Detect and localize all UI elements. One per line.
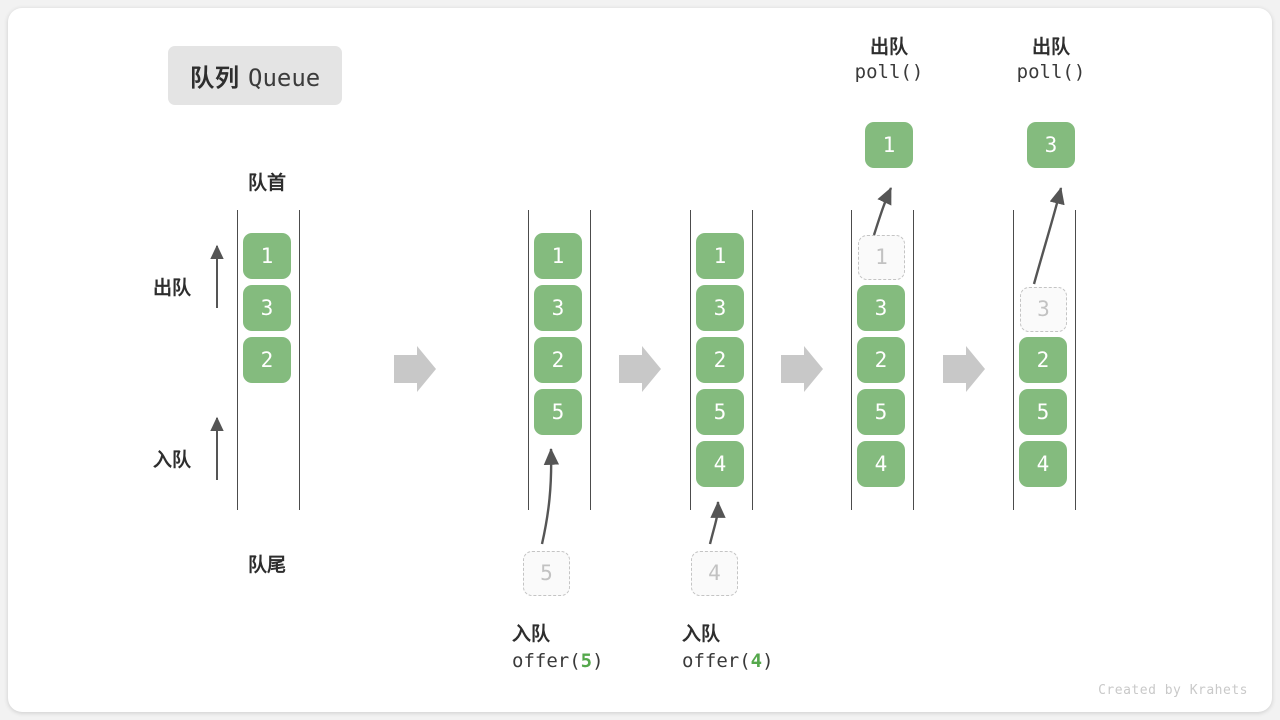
polled-cell: 3 — [1027, 122, 1075, 168]
incoming-ghost-cell: 4 — [691, 551, 738, 596]
operation-label-code: poll() — [1016, 60, 1086, 83]
queue-cell: 1 — [534, 233, 582, 279]
queue-rail-left-2 — [528, 210, 529, 510]
label-enqueue-direction: 入队 — [153, 450, 192, 471]
queue-cell: 1 — [243, 233, 291, 279]
queue-rail-right-2 — [590, 210, 591, 510]
step-arrow — [619, 346, 661, 392]
queue-cell: 3 — [696, 285, 744, 331]
step-arrow — [943, 346, 985, 392]
queue-cell: 5 — [534, 389, 582, 435]
arrow-overlay — [210, 187, 1065, 545]
op-code-value: 4 — [750, 649, 763, 672]
operation-label-cn: 入队 — [682, 624, 721, 645]
op-code-value: 5 — [580, 649, 593, 672]
operation-label-offer-4: 入队 offer(4) — [618, 623, 882, 675]
operation-label-poll-1: 出队 poll() — [801, 36, 977, 85]
operation-label-code: offer(5) — [512, 648, 712, 676]
step-arrow — [781, 346, 823, 392]
queue-cell: 5 — [857, 389, 905, 435]
operation-label-code: offer(4) — [682, 648, 882, 676]
label-dequeue-direction: 出队 — [153, 278, 192, 299]
queue-cell: 2 — [1019, 337, 1067, 383]
queue-rail-right-5 — [1075, 210, 1076, 510]
op-code-suffix: ) — [592, 649, 604, 672]
op-code-suffix: ) — [762, 649, 774, 672]
queue-cell: 5 — [1019, 389, 1067, 435]
queue-rail-right-1 — [299, 210, 300, 510]
polled-cell: 1 — [865, 122, 913, 168]
operation-label-code: poll() — [854, 60, 924, 83]
label-front: 队首 — [248, 173, 287, 194]
vacated-ghost-cell: 3 — [1020, 287, 1067, 332]
poll-arrow-1 — [872, 187, 893, 236]
queue-rail-left-1 — [237, 210, 238, 510]
queue-cell: 4 — [1019, 441, 1067, 487]
op-code-prefix: offer( — [512, 649, 581, 672]
poll-arrow-3 — [1032, 187, 1065, 285]
credit-text: Created by Krahets — [1098, 683, 1248, 698]
operation-label-poll-3: 出队 poll() — [963, 36, 1139, 85]
op-code-prefix: offer( — [682, 649, 751, 672]
diagram-card: 队列 Queue 队首 队尾 出队 入队 1 3 2 1 3 2 5 5 入队 o… — [8, 8, 1272, 712]
enqueue-arrow-5 — [540, 448, 560, 545]
queue-cell: 4 — [696, 441, 744, 487]
operation-label-offer-5: 入队 offer(5) — [448, 623, 712, 675]
queue-cell: 4 — [857, 441, 905, 487]
queue-cell: 3 — [857, 285, 905, 331]
diagram-stage: 队列 Queue 队首 队尾 出队 入队 1 3 2 1 3 2 5 5 入队 o… — [8, 8, 1272, 712]
queue-cell: 2 — [243, 337, 291, 383]
title-english: Queue — [248, 64, 321, 92]
title-chinese: 队列 — [190, 65, 240, 92]
queue-cell: 1 — [696, 233, 744, 279]
queue-rail-right-3 — [752, 210, 753, 510]
queue-cell: 3 — [243, 285, 291, 331]
enqueue-arrow-4 — [708, 501, 726, 545]
queue-cell: 2 — [857, 337, 905, 383]
queue-rail-right-4 — [913, 210, 914, 510]
step-arrow — [394, 346, 436, 392]
queue-rail-left-5 — [1013, 210, 1014, 510]
queue-cell: 2 — [696, 337, 744, 383]
queue-cell: 5 — [696, 389, 744, 435]
queue-cell: 3 — [534, 285, 582, 331]
operation-label-cn: 入队 — [512, 624, 551, 645]
queue-cell: 2 — [534, 337, 582, 383]
label-rear: 队尾 — [248, 555, 287, 576]
operation-label-cn: 出队 — [869, 37, 908, 58]
operation-label-cn: 出队 — [1031, 37, 1070, 58]
incoming-ghost-cell: 5 — [523, 551, 570, 596]
title-badge: 队列 Queue — [168, 46, 343, 105]
vacated-ghost-cell: 1 — [858, 235, 905, 280]
queue-rail-left-4 — [851, 210, 852, 510]
queue-rail-left-3 — [690, 210, 691, 510]
